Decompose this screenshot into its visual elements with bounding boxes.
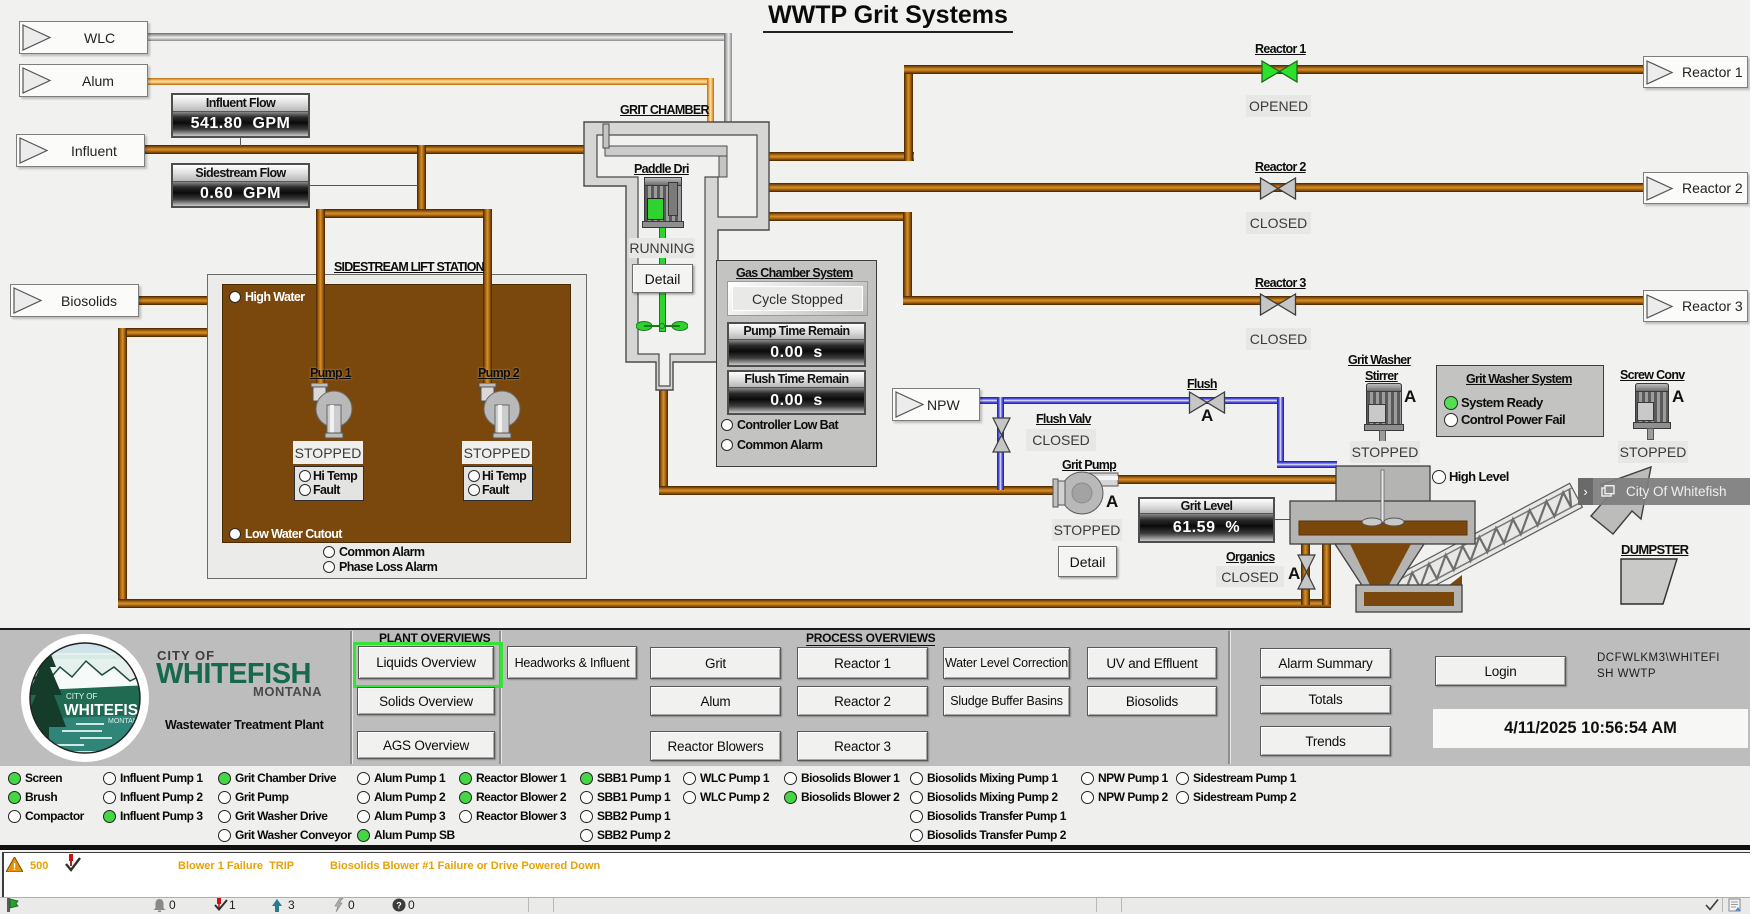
- svg-text:?: ?: [396, 901, 402, 911]
- svg-text:!: !: [13, 862, 16, 872]
- svg-text:CITY OF: CITY OF: [66, 692, 98, 701]
- svg-text:MONTANA: MONTANA: [108, 718, 143, 725]
- svg-text:WHITEFISH: WHITEFISH: [64, 702, 149, 719]
